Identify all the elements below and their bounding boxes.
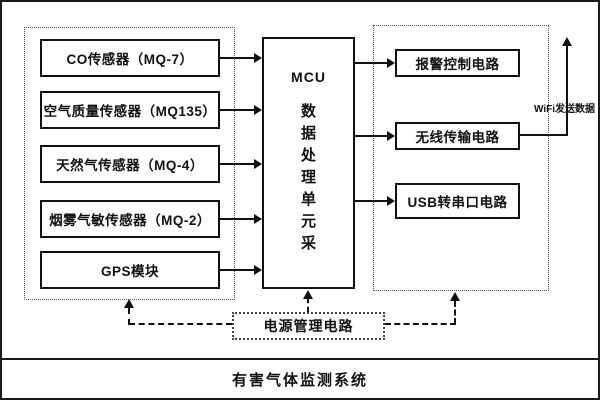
output-label: 无线传输电路 bbox=[415, 130, 500, 145]
power-dash-right-vertical bbox=[454, 301, 456, 324]
sensor-label: 天然气传感器（MQ-4） bbox=[56, 158, 204, 173]
output-box-alarm: 报警控制电路 bbox=[395, 49, 520, 77]
sensor-box-co: CO传感器（MQ-7） bbox=[40, 39, 220, 77]
mcu-box: MCU 数据处理单元采 bbox=[262, 37, 355, 289]
output-label: 报警控制电路 bbox=[415, 57, 500, 72]
arrow-mcu-to-usb bbox=[355, 196, 395, 206]
sensor-label: 空气质量传感器（MQ135） bbox=[43, 104, 217, 119]
arrow-air-to-mcu bbox=[220, 105, 262, 115]
power-box: 电源管理电路 bbox=[232, 312, 385, 340]
power-dash-left-vertical bbox=[128, 308, 130, 325]
arrow-co-to-mcu bbox=[220, 53, 262, 63]
sensor-box-smoke: 烟雾气敏传感器（MQ-2） bbox=[40, 200, 220, 238]
wifi-line-vertical bbox=[566, 46, 568, 136]
sensor-box-natural-gas: 天然气传感器（MQ-4） bbox=[40, 145, 220, 183]
mcu-vertical-label: 数据处理单元采 bbox=[300, 103, 316, 252]
wifi-send-label: WiFi发送数据 bbox=[534, 104, 596, 115]
power-arrowhead-to-outputs bbox=[450, 292, 460, 301]
arrow-gps-to-mcu bbox=[220, 265, 262, 275]
mcu-title: MCU bbox=[291, 69, 326, 85]
arrow-gas-to-mcu bbox=[220, 159, 262, 169]
output-box-wireless: 无线传输电路 bbox=[395, 122, 520, 150]
output-group-frame bbox=[373, 25, 549, 291]
sensor-box-gps: GPS模块 bbox=[40, 251, 220, 289]
system-title: 有害气体监测系统 bbox=[231, 371, 368, 389]
power-arrowhead-to-sensors bbox=[124, 299, 134, 308]
sensor-label: CO传感器（MQ-7） bbox=[66, 52, 194, 67]
system-title-band: 有害气体监测系统 bbox=[2, 358, 598, 398]
power-arrowhead-to-mcu bbox=[303, 290, 313, 299]
output-box-usb: USB转串口电路 bbox=[395, 183, 520, 219]
wifi-arrowhead-up bbox=[562, 37, 572, 46]
sensor-box-air-quality: 空气质量传感器（MQ135） bbox=[40, 91, 220, 129]
output-label: USB转串口电路 bbox=[407, 195, 508, 210]
wifi-line-horizontal bbox=[520, 134, 568, 136]
power-dash-right-horizontal bbox=[385, 323, 456, 325]
power-label: 电源管理电路 bbox=[263, 318, 354, 334]
arrow-smoke-to-mcu bbox=[220, 214, 262, 224]
sensor-label: 烟雾气敏传感器（MQ-2） bbox=[49, 213, 211, 228]
power-dash-left-horizontal bbox=[129, 323, 232, 325]
sensor-label: GPS模块 bbox=[100, 264, 159, 279]
arrow-mcu-to-alarm bbox=[355, 58, 395, 68]
power-dash-mid-vertical bbox=[307, 298, 309, 312]
arrow-mcu-to-wireless bbox=[355, 131, 395, 141]
